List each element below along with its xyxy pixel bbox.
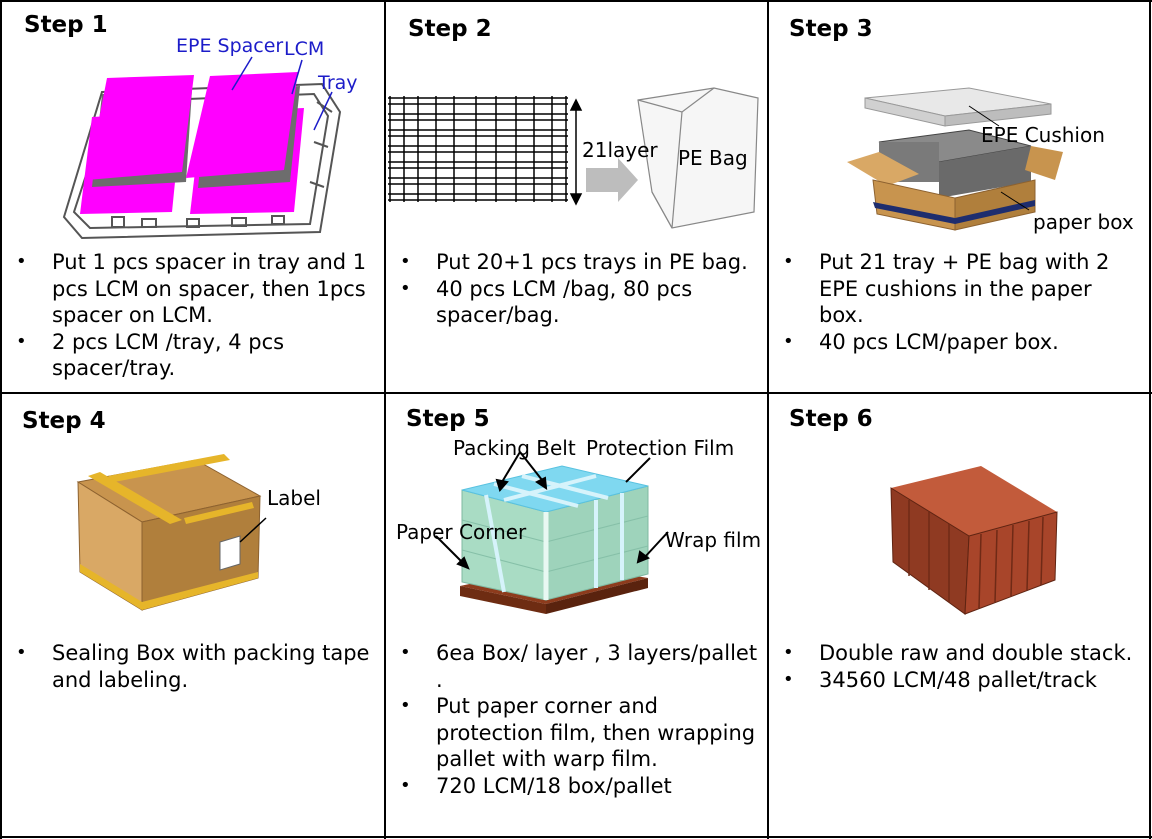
tray-label: Tray [318, 72, 358, 94]
step-3-bullet-2: 40 pcs LCM/paper box. [783, 329, 1139, 356]
step-1-title: Step 1 [24, 12, 108, 38]
left-spacer-top [87, 75, 194, 180]
step-3-cell: Step 3 EPE Cushion paper box Put 21 tray… [769, 2, 1149, 392]
step-2-bullet-2: 40 pcs LCM /bag, 80 pcs spacer/bag. [400, 276, 762, 329]
step-3-bullet-1: Put 21 tray + PE bag with 2 EPE cushions… [783, 249, 1139, 329]
step-5-cell: Step 5 [386, 394, 767, 836]
paper-box-flap-left [847, 152, 919, 186]
step-6-container-illustration [890, 466, 1058, 615]
protection-film-label: Protection Film [586, 436, 735, 460]
packing-tape-top [108, 454, 230, 482]
layer-count-label: 21layer [582, 138, 658, 162]
epe-cushion-label: EPE Cushion [981, 123, 1105, 147]
paper-box-flap-right [1025, 146, 1063, 180]
step-6-cell: Step 6 Double raw and double stack. 3456… [769, 394, 1149, 836]
step-2-illustration [388, 87, 759, 229]
step-1-bullet-2: 2 pcs LCM /tray, 4 pcs spacer/tray. [16, 329, 376, 382]
box-label-sticker [219, 535, 241, 571]
step-1-cell: Step 1 EPE Spacer LCM [2, 2, 384, 392]
grid-divider-2 [767, 0, 769, 839]
step-4-cell: Step 4 Label Sealing Box with packing ta… [2, 394, 384, 836]
step-1-tray-illustration [62, 56, 342, 240]
grid-border-right [1149, 0, 1151, 839]
step-2-title: Step 2 [408, 16, 492, 42]
right-spacer-top [186, 72, 298, 178]
step-5-title: Step 5 [406, 406, 490, 432]
tray-stack [388, 96, 568, 202]
grid-border-bottom [0, 836, 1152, 838]
step-1-bullet-1: Put 1 pcs spacer in tray and 1 pcs LCM o… [16, 249, 376, 329]
step-5-bullets: 6ea Box/ layer , 3 layers/pallet . Put p… [400, 640, 762, 799]
step-5-bullet-1: 6ea Box/ layer , 3 layers/pallet . [400, 640, 762, 693]
grid-divider-1 [384, 0, 386, 839]
step-6-bullet-1: Double raw and double stack. [783, 640, 1143, 667]
step-5-bullet-2: Put paper corner and protection film, th… [400, 693, 762, 773]
packing-belts [484, 474, 624, 593]
step-2-bullets: Put 20+1 pcs trays in PE bag. 40 pcs LCM… [400, 249, 762, 329]
step-4-title: Step 4 [22, 408, 106, 434]
step-6-bullets: Double raw and double stack. 34560 LCM/4… [783, 640, 1143, 693]
pe-bag-label: PE Bag [678, 146, 748, 170]
step-4-box-illustration [76, 454, 267, 611]
step-2-cell: Step 2 [386, 2, 767, 392]
container-side [964, 511, 1058, 615]
grid-row-divider [0, 392, 1152, 394]
step-3-bullets: Put 21 tray + PE bag with 2 EPE cushions… [783, 249, 1139, 355]
step-4-bullet-1: Sealing Box with packing tape and labeli… [16, 640, 376, 693]
step-6-bullet-2: 34560 LCM/48 pallet/track [783, 667, 1143, 694]
label-callout: Label [267, 486, 321, 510]
step-2-bullet-1: Put 20+1 pcs trays in PE bag. [400, 249, 762, 276]
step-6-title: Step 6 [789, 406, 873, 432]
packing-tape-cross [88, 472, 182, 524]
packing-tape-side [184, 502, 254, 524]
epe-spacer-label: EPE Spacer [176, 35, 284, 57]
lcm-label: LCM [284, 38, 325, 60]
transfer-arrow [586, 158, 638, 202]
container-roof [891, 466, 1057, 536]
packing-belt-label: Packing Belt [453, 436, 576, 460]
paper-corner-label: Paper Corner [396, 520, 527, 544]
step-3-title: Step 3 [789, 16, 873, 42]
pe-bag [637, 87, 759, 229]
step-4-bullets: Sealing Box with packing tape and labeli… [16, 640, 376, 693]
grid-border-left [0, 0, 2, 839]
step-5-bullet-3: 720 LCM/18 box/pallet [400, 773, 762, 800]
step-1-bullets: Put 1 pcs spacer in tray and 1 pcs LCM o… [16, 249, 376, 382]
step-5-pallet-illustration [435, 451, 669, 614]
wrap-film-label: Wrap film [665, 528, 762, 552]
height-arrow [569, 98, 583, 206]
step-3-box-illustration [847, 87, 1063, 231]
grid-border-top [0, 0, 1152, 2]
paper-box-label: paper box [1033, 210, 1134, 234]
